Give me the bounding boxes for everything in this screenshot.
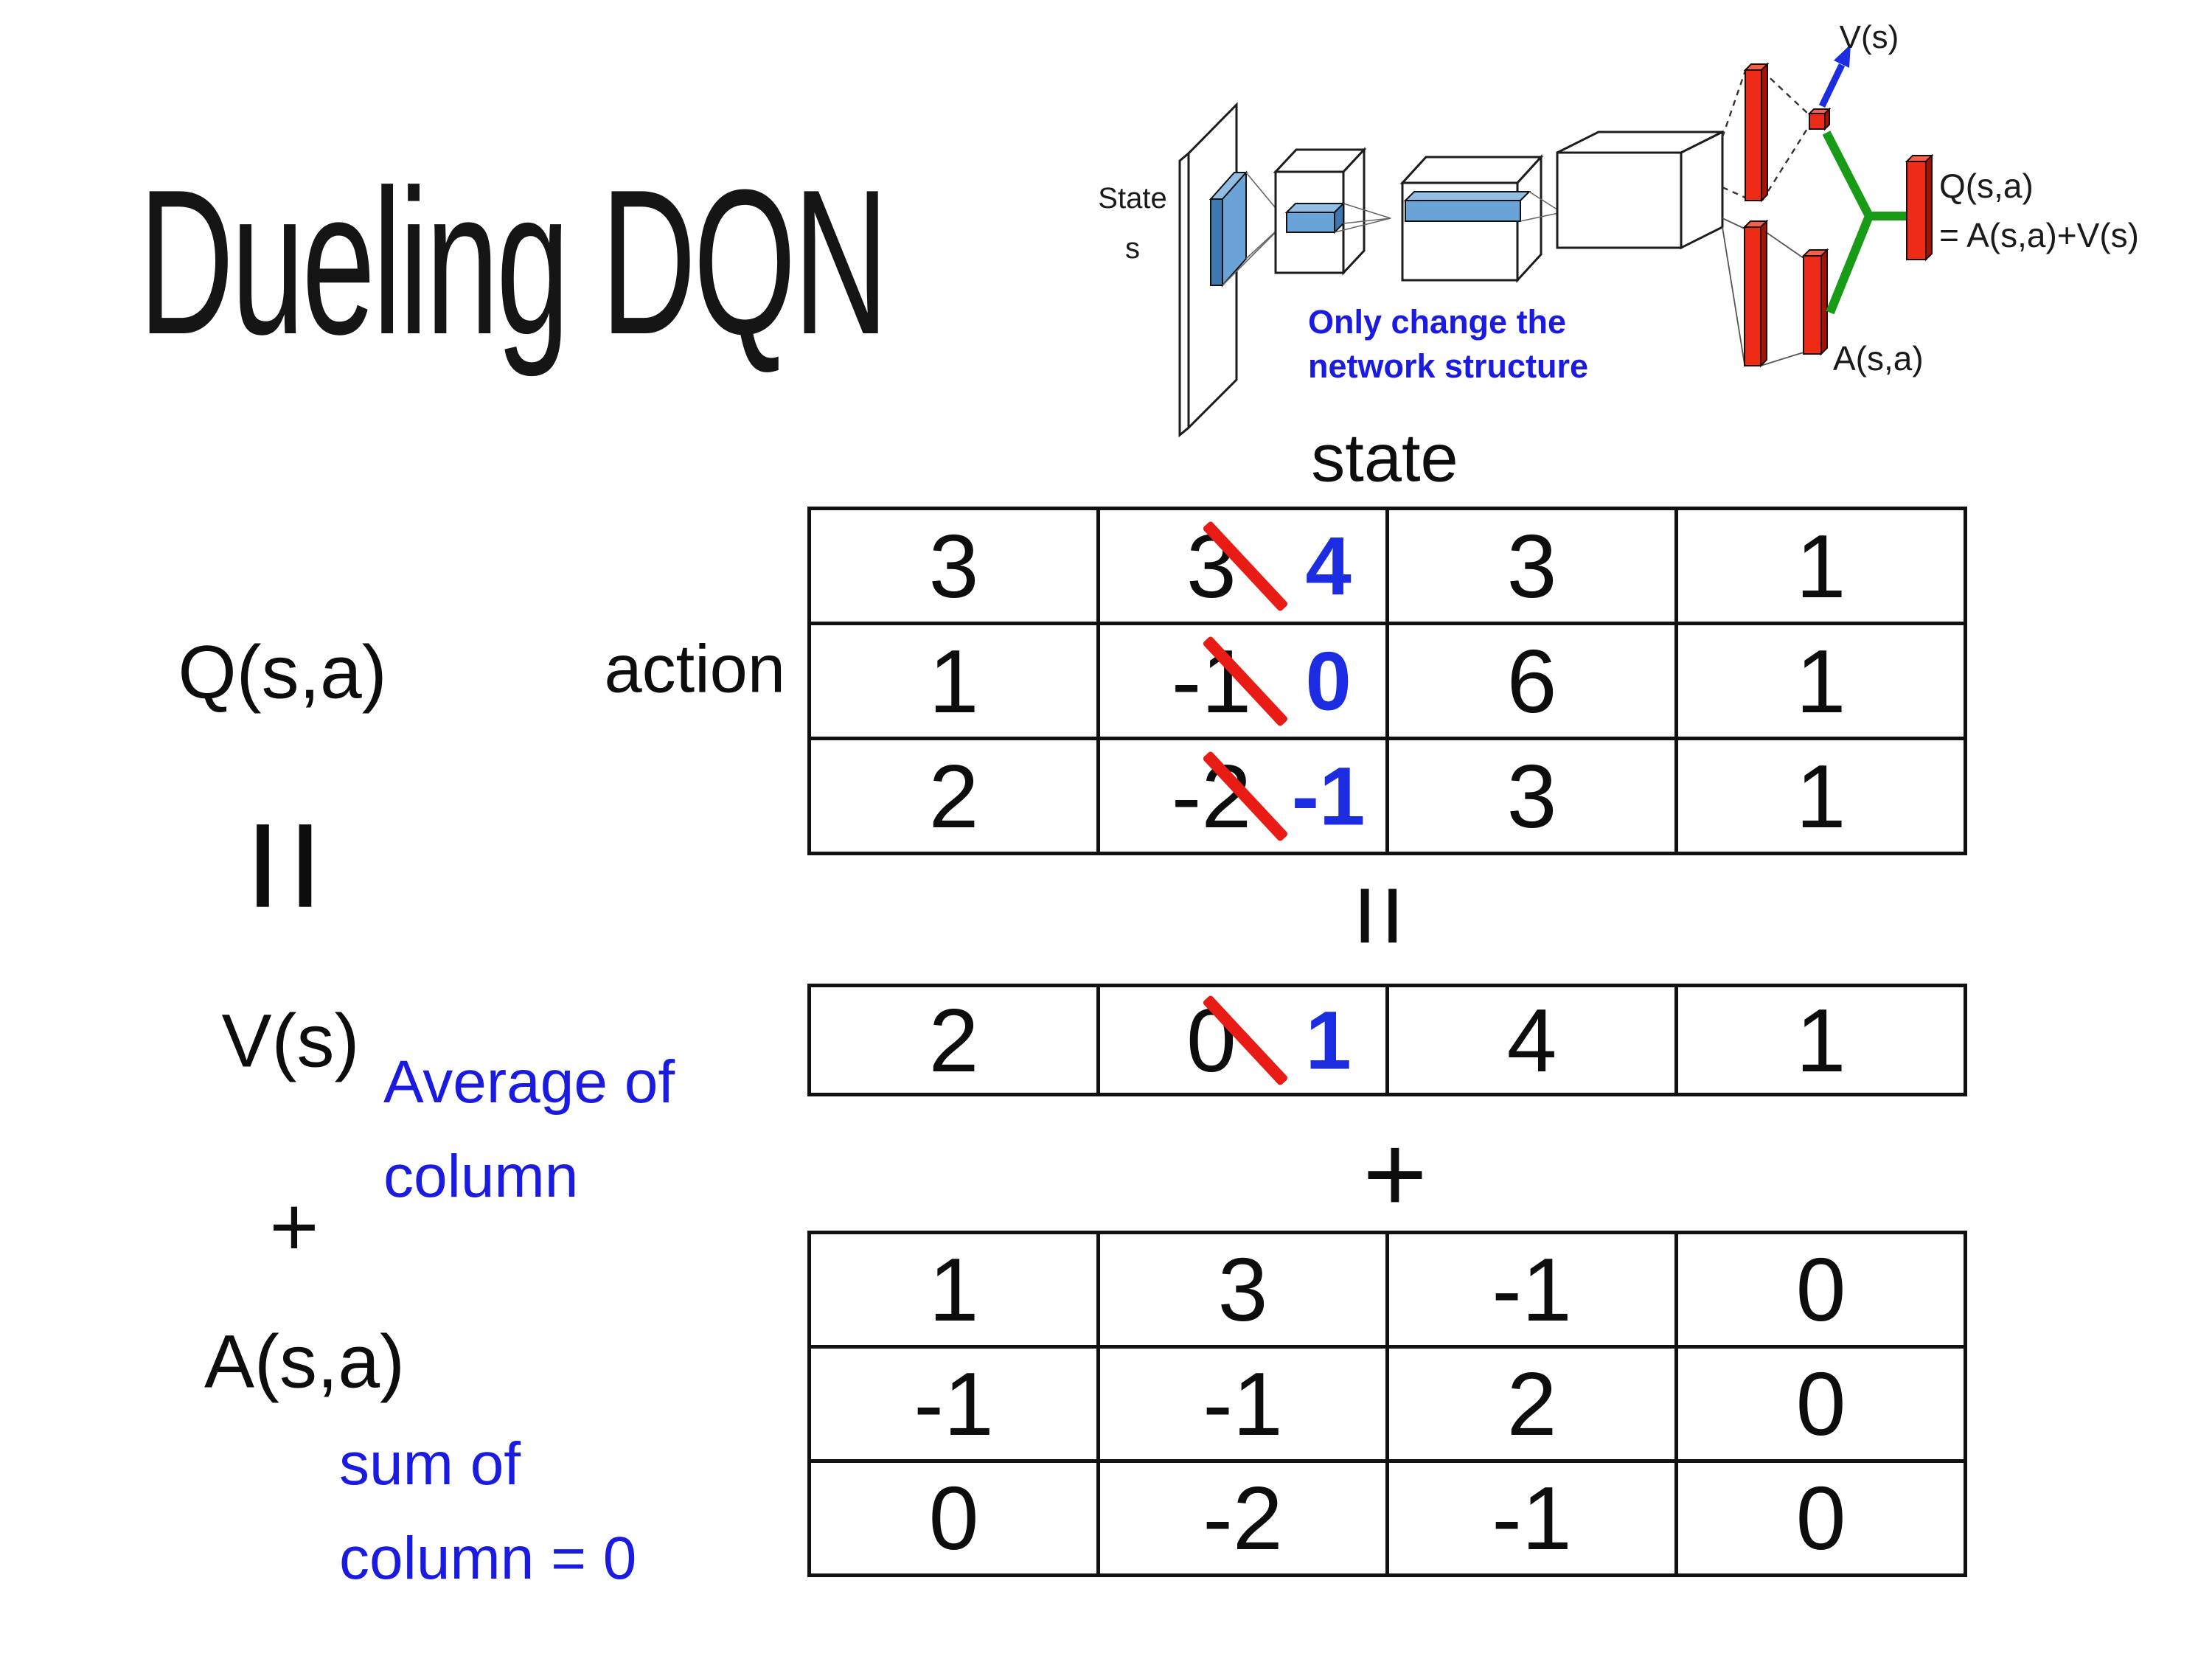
v-cell-value: 2 [928, 990, 979, 1091]
plus-left: + [269, 1180, 319, 1274]
v-cell-value: 1 [1795, 990, 1846, 1091]
equals-left: = [192, 815, 382, 916]
a-cell-value: -1 [1492, 1239, 1572, 1340]
q-table-cell-r0c0: 3 [811, 510, 1100, 625]
a-table: 1 3 -1 0 -1 -1 2 0 0 -2 -1 0 [807, 1231, 1967, 1577]
q-cell-value: 1 [1795, 745, 1846, 846]
a-cell-value: 0 [1795, 1468, 1846, 1568]
q-cell-new-value: -1 [1291, 750, 1366, 842]
a-cell-value: 2 [1506, 1354, 1557, 1454]
v-table-cell-r0c2: 4 [1389, 987, 1678, 1096]
a-table-cell-r1c1: -1 [1100, 1349, 1389, 1463]
value-output-arrow [1818, 44, 1851, 108]
a-cell-value: -1 [1203, 1354, 1283, 1454]
a-table-cell-r2c1: -2 [1100, 1463, 1389, 1577]
q-table-cell-r2c2: 3 [1389, 740, 1678, 855]
a-cell-value: -1 [1492, 1468, 1572, 1568]
advantage-stream-lines [1722, 218, 1804, 366]
q-cell-value: 1 [1795, 630, 1846, 731]
v-cell-value: 4 [1506, 990, 1557, 1091]
plus-center: + [1363, 1111, 1427, 1236]
advantage-vector-layer [1801, 248, 1829, 356]
q-table-cell-r2c1: -2-1 [1100, 740, 1389, 855]
conv-feature-bar-1 [1284, 201, 1346, 234]
network-architecture-diagram: State s [1098, 19, 2139, 438]
a-cell-value: 0 [928, 1468, 979, 1568]
diagram-q-output-label: Q(s,a) [1939, 167, 2034, 205]
a-cell-value: 1 [928, 1239, 979, 1340]
a-table-cell-r1c0: -1 [811, 1349, 1100, 1463]
v-cell-new-value: 1 [1305, 994, 1352, 1086]
q-cell-value: 2 [928, 745, 979, 846]
q-table-cell-r0c3: 1 [1678, 510, 1967, 625]
diagram-note-line2: network structure [1308, 347, 1588, 385]
diagram-v-output-label: V(s) [1840, 19, 1899, 55]
sum-note-line1: sum of [339, 1430, 521, 1498]
q-cell-value: 3 [1506, 515, 1557, 616]
a-matrix-label: A(s,a) [204, 1319, 406, 1404]
stream-split-lines [1721, 70, 1811, 201]
value-stream-layer [1743, 62, 1770, 203]
q-table-cell-r2c0: 2 [811, 740, 1100, 855]
slide-title: Dueling DQN [139, 147, 888, 378]
a-table-cell-r2c2: -1 [1389, 1463, 1678, 1577]
v-matrix-label: V(s) [221, 998, 360, 1083]
v-table-cell-r0c3: 1 [1678, 987, 1967, 1096]
q-matrix-label: Q(s,a) [178, 630, 387, 714]
v-table-cell-r0c0: 2 [811, 987, 1100, 1096]
average-note-line1: Average of [383, 1048, 675, 1116]
a-cell-value: 3 [1217, 1239, 1268, 1340]
value-scalar-node [1807, 107, 1832, 131]
q-cell-value: 1 [928, 630, 979, 731]
a-cell-value: 0 [1795, 1239, 1846, 1340]
fc-box [1556, 130, 1724, 250]
q-table-cell-r1c2: 6 [1389, 625, 1678, 740]
conv-feature-bar-2 [1403, 191, 1531, 222]
diagram-a-output-label: A(s,a) [1833, 339, 1924, 378]
conv-feature-slab-1 [1208, 170, 1248, 288]
q-table-cell-r0c2: 3 [1389, 510, 1678, 625]
a-table-cell-r0c1: 3 [1100, 1234, 1389, 1349]
a-cell-value: -2 [1203, 1468, 1283, 1568]
average-note-line2: column [383, 1142, 579, 1210]
diagram-state-label: State [1098, 182, 1166, 215]
a-table-cell-r1c3: 0 [1678, 1349, 1967, 1463]
q-cell-value: 3 [1506, 745, 1557, 846]
advantage-stream-layer [1742, 219, 1769, 368]
sum-of-column-note: sum of column = 0 [339, 1417, 636, 1606]
a-table-cell-r2c3: 0 [1678, 1463, 1967, 1577]
q-cell-new-value: 4 [1305, 520, 1352, 612]
a-table-cell-r0c2: -1 [1389, 1234, 1678, 1349]
a-table-cell-r1c2: 2 [1389, 1349, 1678, 1463]
diagram-note-line1: Only change the [1308, 303, 1566, 341]
a-table-cell-r0c3: 0 [1678, 1234, 1967, 1349]
q-cell-value: 6 [1506, 630, 1557, 731]
action-axis-label: action [604, 631, 786, 707]
combine-junction [1822, 131, 1907, 315]
q-table-cell-r2c3: 1 [1678, 740, 1967, 855]
state-axis-label: state [1311, 420, 1458, 496]
diagram-q-output-formula: = A(s,a)+V(s) [1939, 216, 2139, 254]
q-cell-value: 1 [1795, 515, 1846, 616]
q-table-cell-r1c0: 1 [811, 625, 1100, 740]
average-of-column-note: Average of column [383, 1035, 675, 1224]
q-table-cell-r1c3: 1 [1678, 625, 1967, 740]
a-cell-value: -1 [914, 1354, 994, 1454]
a-table-cell-r0c0: 1 [811, 1234, 1100, 1349]
q-output-layer [1905, 153, 1934, 262]
funnel-lines-2 [1334, 203, 1391, 233]
diagram-state-s-label: s [1125, 232, 1140, 265]
sum-note-line2: column = 0 [339, 1524, 637, 1592]
q-cell-value: 3 [928, 515, 979, 616]
q-cell-new-value: 0 [1305, 635, 1352, 727]
a-table-cell-r2c0: 0 [811, 1463, 1100, 1577]
equals-center: = [1318, 883, 1443, 948]
a-cell-value: 0 [1795, 1354, 1846, 1454]
